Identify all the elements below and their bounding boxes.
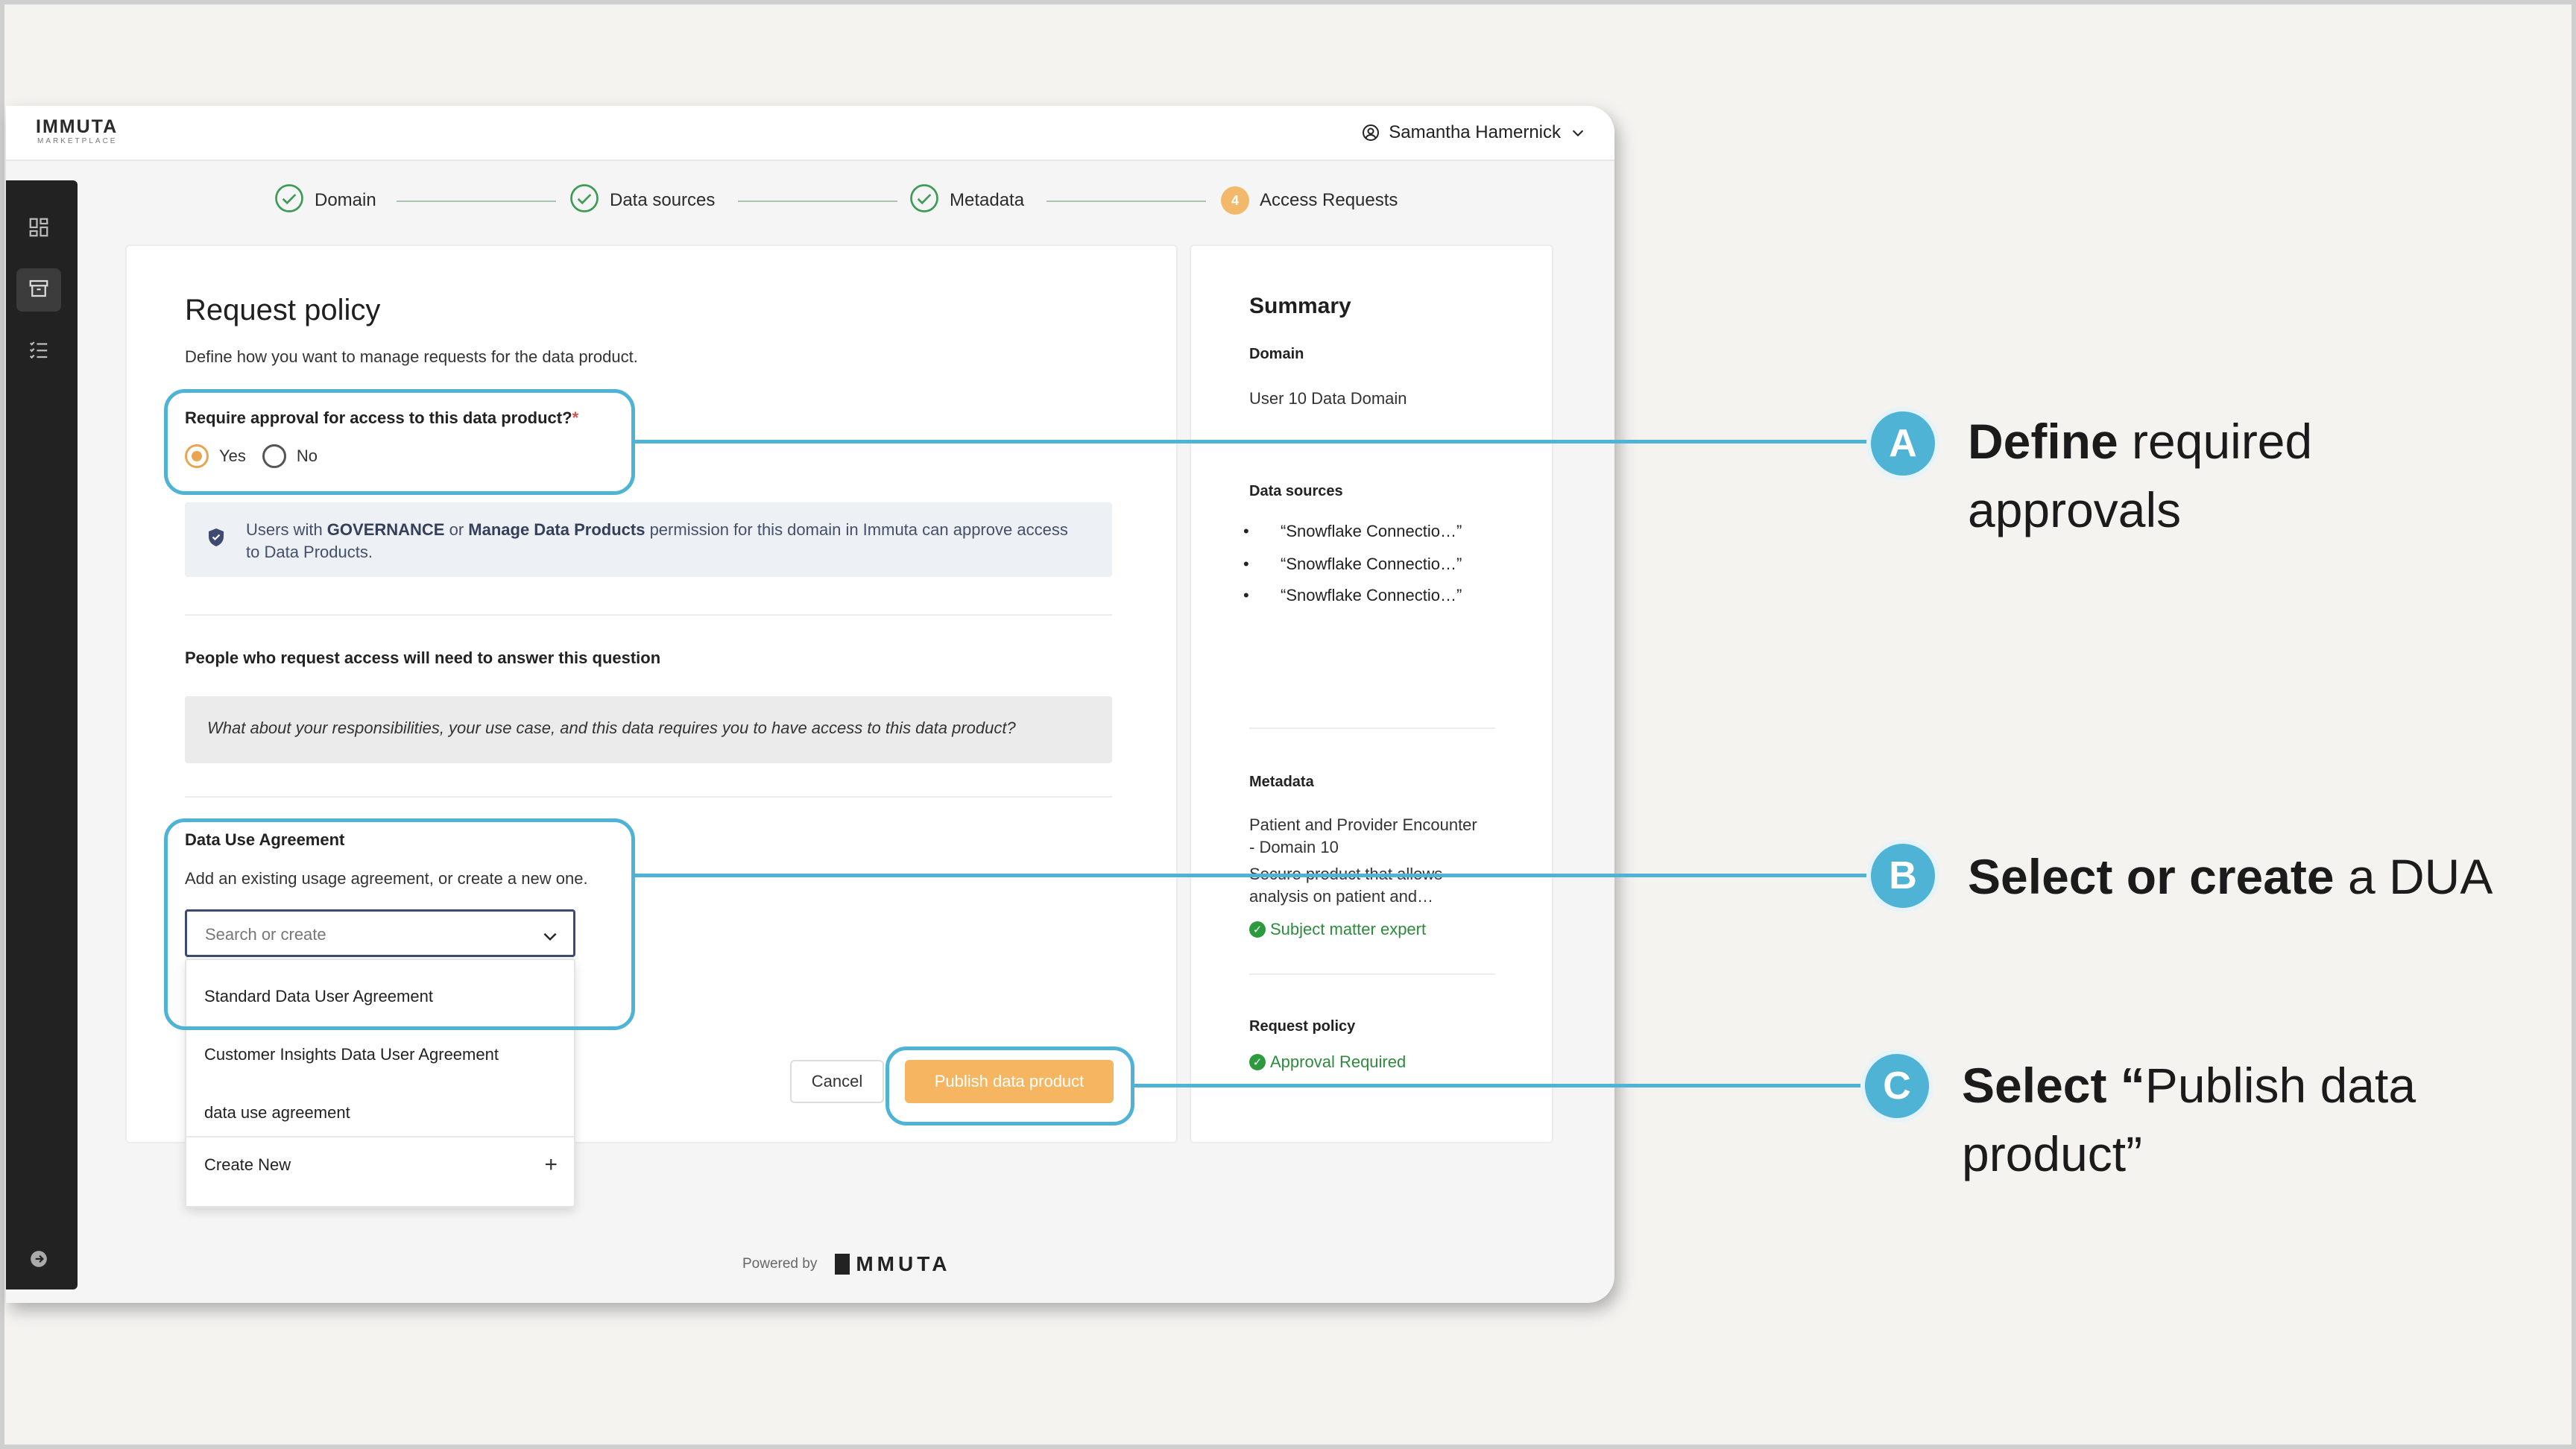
connector-a	[635, 440, 1871, 443]
radio-no-label: No	[296, 446, 318, 465]
step-number: 4	[1221, 186, 1249, 215]
connector-b	[635, 874, 1871, 877]
section-divider	[185, 796, 1112, 798]
summary-source-item: “Snowflake Connectio…”	[1243, 555, 1462, 574]
step-label: Access Requests	[1260, 190, 1398, 210]
step-label: Data sources	[610, 190, 716, 210]
check-circle-icon: ✓	[1249, 1054, 1266, 1070]
dropdown-option[interactable]: Standard Data User Agreement	[204, 987, 433, 1006]
summary-policy-status: ✓ Approval Required	[1249, 1052, 1406, 1072]
footer: Powered by MMUTA	[742, 1252, 950, 1276]
summary-divider	[1249, 727, 1495, 729]
step-access-requests[interactable]: 4 Access Requests	[1221, 183, 1398, 218]
page-title: Request policy	[185, 294, 381, 326]
dua-search-select[interactable]: Search or create	[185, 909, 575, 957]
app-logo[interactable]: IMMUTA	[36, 116, 119, 137]
sidebar-item-requests[interactable]	[16, 329, 61, 373]
check-circle-icon	[274, 183, 304, 218]
dua-search-placeholder: Search or create	[205, 925, 326, 944]
step-connector	[1046, 201, 1206, 202]
sidebar	[6, 180, 78, 1289]
access-question-box: What about your responsibilities, your u…	[185, 696, 1112, 763]
permission-info-text: Users with GOVERNANCE or Manage Data Pro…	[246, 520, 1068, 561]
app-header: IMMUTA MARKETPLACE Samantha Hamernick	[6, 106, 1614, 161]
archive-icon	[28, 277, 50, 303]
summary-metadata-description-2: analysis on patient and…	[1249, 887, 1434, 906]
summary-source-item: “Snowflake Connectio…”	[1243, 586, 1462, 605]
summary-divider	[1249, 973, 1495, 975]
access-question-text: What about your responsibilities, your u…	[207, 719, 1016, 737]
check-circle-icon	[569, 183, 599, 218]
chevron-down-icon	[1570, 124, 1586, 141]
approval-question-label: Require approval for access to this data…	[185, 408, 578, 428]
checklist-icon	[28, 338, 50, 364]
app-logo-subtitle: MARKETPLACE	[37, 137, 118, 145]
sidebar-item-dashboard[interactable]	[16, 207, 61, 250]
summary-domain-heading: Domain	[1249, 346, 1304, 362]
check-circle-icon: ✓	[1249, 921, 1266, 938]
connector-c	[1134, 1084, 1865, 1087]
callout-a: Define required approvals	[1968, 414, 2313, 537]
approval-radio-group: Yes No	[185, 444, 318, 468]
arrow-right-circle-icon	[29, 1249, 48, 1272]
summary-metadata-heading: Metadata	[1249, 774, 1314, 790]
footer-logo: MMUTA	[835, 1252, 950, 1276]
required-asterisk: *	[572, 408, 579, 427]
summary-metadata-name-2: - Domain 10	[1249, 838, 1339, 856]
create-new-option[interactable]: Create New	[204, 1155, 291, 1174]
dua-dropdown-menu: Standard Data User Agreement Customer In…	[185, 959, 575, 1208]
radio-yes[interactable]	[185, 444, 209, 468]
dua-description: Add an existing usage agreement, or crea…	[185, 869, 588, 888]
immuta-logo-mark-icon	[835, 1254, 850, 1275]
summary-policy-value: Approval Required	[1270, 1052, 1407, 1071]
callout-badge-a: A	[1866, 407, 1939, 480]
step-connector	[738, 201, 897, 202]
dropdown-divider	[186, 1136, 574, 1137]
check-circle-icon	[909, 183, 939, 218]
step-domain[interactable]: Domain	[274, 183, 376, 218]
summary-metadata-name: Patient and Provider Encounter	[1249, 815, 1477, 834]
approval-question-text: Require approval for access to this data…	[185, 408, 572, 427]
question-label: People who request access will need to a…	[185, 648, 661, 667]
dropdown-option[interactable]: data use agreement	[204, 1103, 350, 1122]
sidebar-item-products[interactable]	[16, 268, 61, 312]
page-description: Define how you want to manage requests f…	[185, 347, 638, 366]
step-label: Metadata	[950, 190, 1025, 210]
section-divider	[185, 614, 1112, 616]
summary-sources-heading: Data sources	[1249, 483, 1343, 499]
summary-expert-status: ✓ Subject matter expert	[1249, 920, 1426, 939]
request-policy-card: Request policy Define how you want to ma…	[125, 244, 1178, 1208]
summary-source-item: “Snowflake Connectio…”	[1243, 522, 1462, 541]
dua-label: Data Use Agreement	[185, 830, 345, 849]
sidebar-expand-button[interactable]	[16, 1239, 61, 1282]
user-menu[interactable]: Samantha Hamernick	[1362, 119, 1586, 146]
shield-check-icon	[207, 528, 225, 551]
step-label: Domain	[315, 190, 376, 210]
publish-data-product-button[interactable]: Publish data product	[905, 1060, 1114, 1103]
radio-yes-label: Yes	[219, 446, 246, 465]
plus-icon[interactable]: +	[544, 1152, 558, 1177]
summary-domain-value: User 10 Data Domain	[1249, 389, 1407, 408]
user-name: Samantha Hamernick	[1389, 122, 1561, 142]
step-connector	[397, 201, 556, 202]
summary-card: Summary Domain User 10 Data Domain Data …	[1190, 244, 1553, 1143]
powered-by-label: Powered by	[742, 1256, 818, 1272]
dropdown-option[interactable]: Customer Insights Data User Agreement	[204, 1045, 499, 1064]
cancel-button[interactable]: Cancel	[790, 1060, 884, 1103]
callout-b: Select or create a DUA	[1968, 849, 2493, 904]
callout-badge-c: C	[1860, 1049, 1933, 1123]
footer-logo-text: MMUTA	[856, 1252, 951, 1275]
summary-title: Summary	[1249, 294, 1351, 318]
step-data-sources[interactable]: Data sources	[569, 183, 715, 218]
user-icon	[1362, 124, 1380, 142]
callout-badge-b: B	[1866, 839, 1939, 912]
callout-c: Select “Publish data product”	[1962, 1058, 2416, 1181]
summary-expert-text: Subject matter expert	[1270, 920, 1427, 938]
app-window: IMMUTA MARKETPLACE Samantha Hamernick	[6, 106, 1614, 1303]
grid-icon	[28, 216, 50, 242]
permission-info-box: Users with GOVERNANCE or Manage Data Pro…	[185, 502, 1112, 577]
radio-no[interactable]	[262, 444, 286, 468]
step-metadata[interactable]: Metadata	[909, 183, 1024, 218]
summary-policy-heading: Request policy	[1249, 1018, 1356, 1035]
